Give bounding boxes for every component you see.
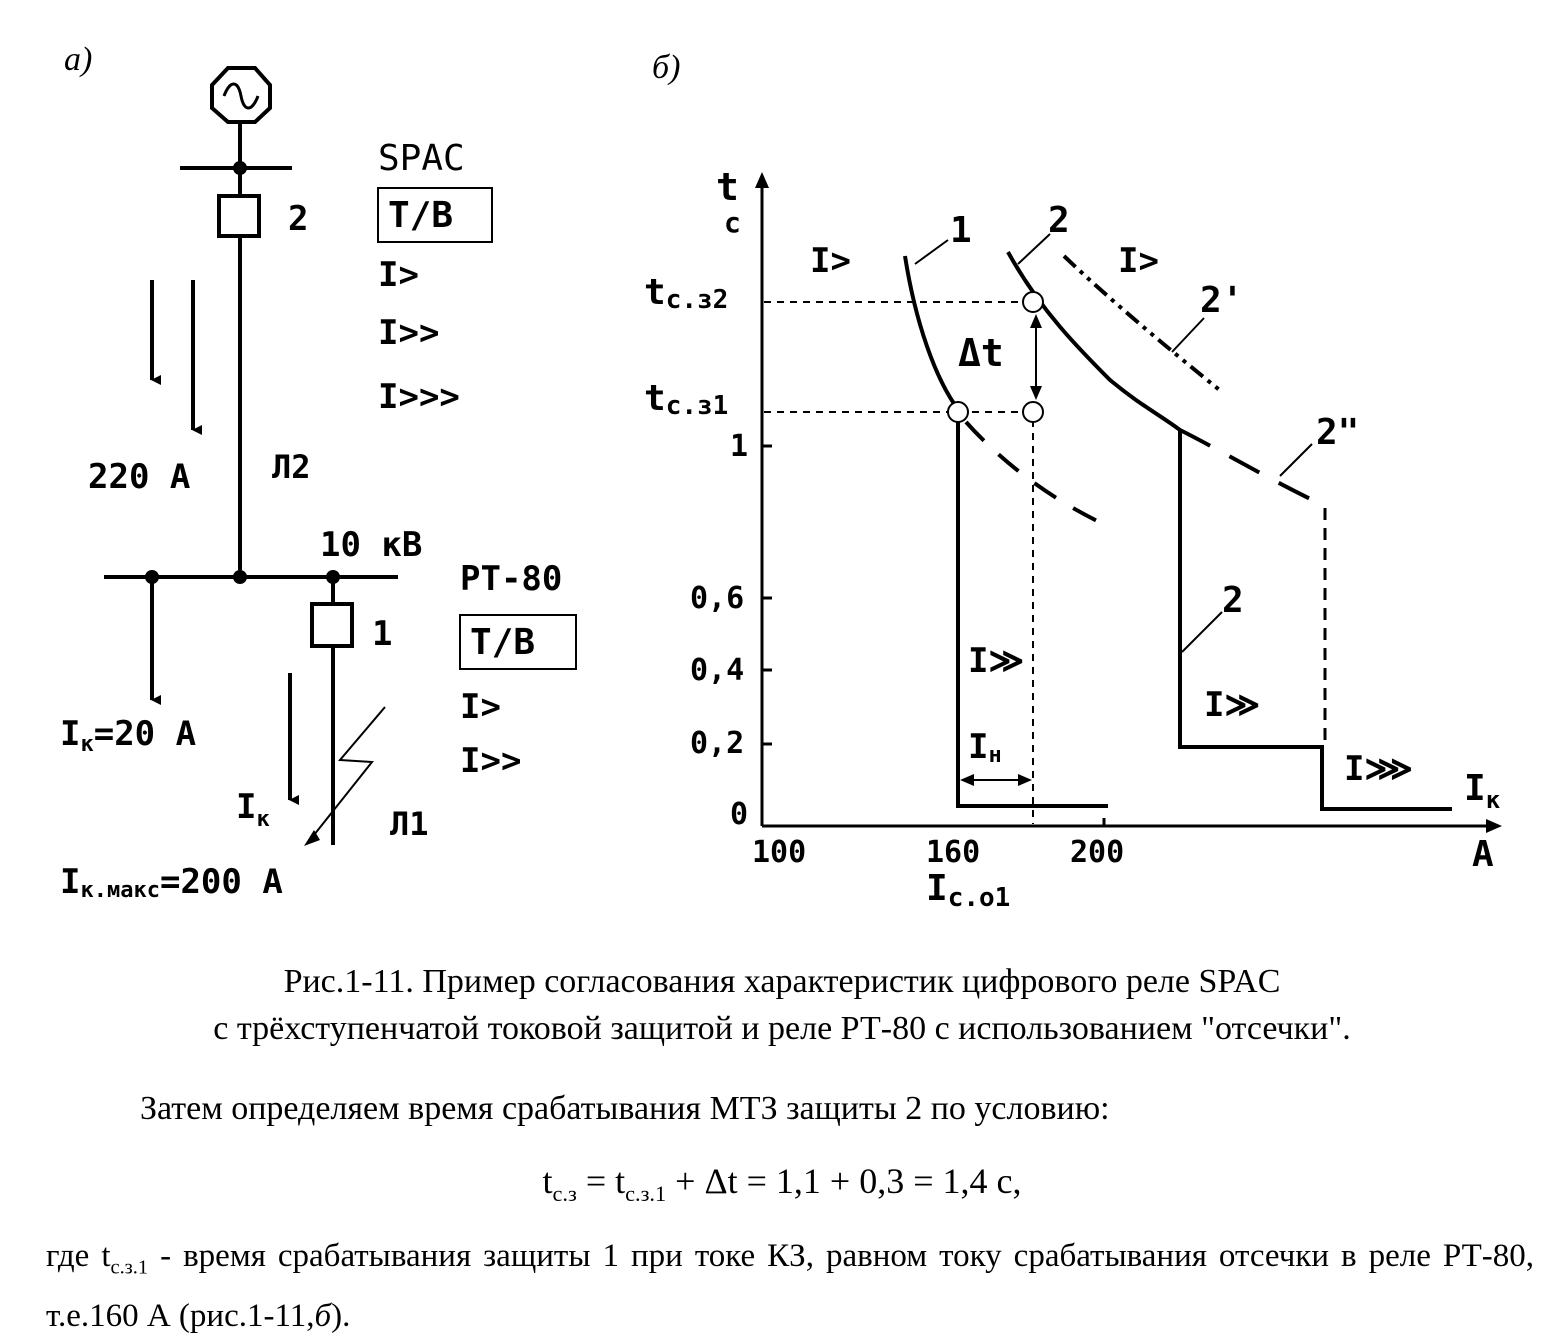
curve-2-lower-leader [1181, 611, 1223, 653]
delta-t-arrow-up [1030, 314, 1042, 328]
breaker-1-label: 1 [372, 614, 392, 654]
line-l1-label: Л1 [390, 805, 429, 843]
panel-a-schematic: а) 2 Л2 220 А 10 кВ Iк=20 А 1 [60, 41, 577, 903]
stage-label-i-gg-2: I≫ [1204, 685, 1260, 725]
caption-line-2: с трёхступенчатой токовой защитой и реле… [213, 1010, 1351, 1047]
delta-t-label: Δt [958, 331, 1004, 375]
spac-box-label: Т/В [388, 195, 453, 236]
stage-label-i-gg-1: I≫ [968, 641, 1024, 681]
curve-1-inverse [903, 255, 962, 414]
y-axis-label: t [716, 165, 739, 209]
curve-2-double-prime [1179, 428, 1326, 508]
spac-box [377, 187, 493, 243]
sine-wave-icon [222, 82, 260, 110]
ikmax-label: Iк.макс=200 А [60, 862, 283, 903]
spac-stage-1: I> [378, 255, 419, 295]
rt80-box-label: Т/В [470, 622, 535, 663]
y-tick-label-06: 0,6 [690, 581, 744, 616]
line-l2-label: Л2 [272, 448, 311, 486]
curve-2-prime-leader [1171, 317, 1205, 353]
formula-t: t [542, 1161, 553, 1201]
formula-rest: + Δt = 1,1 + 0,3 = 1,4 с, [666, 1161, 1022, 1201]
y-tick-label-1: 1 [730, 429, 748, 464]
x-axis-unit: А [1472, 834, 1494, 875]
curve-2-leader [1017, 233, 1051, 265]
x-axis-label: Iк [1464, 768, 1501, 814]
paragraph-2-italic: б [314, 1297, 332, 1334]
formula-eq: = t [576, 1161, 626, 1201]
breaker-2-icon [217, 194, 261, 238]
in-arrow-left [960, 774, 974, 786]
rt80-stage-1: I> [460, 687, 501, 727]
generator-icon [210, 66, 272, 124]
spac-stage-2: I>> [378, 313, 439, 353]
breaker-2-label: 2 [288, 199, 308, 239]
fault-arrow-tip [304, 830, 320, 846]
paragraph-2-body: - время срабатывания защиты 1 при токе К… [46, 1238, 1534, 1334]
current-220-label: 220 А [88, 457, 190, 497]
curve-1-cutoff [956, 420, 1108, 808]
curve-2-steps [1178, 430, 1452, 811]
y-axis-unit: с [724, 206, 741, 239]
spac-stage-3: I>>> [378, 377, 460, 417]
tcs1-label: tс.з1 [644, 378, 728, 421]
stage-label-i-ggg: I⋙ [1344, 749, 1413, 789]
point-tcs1-guide [1022, 401, 1044, 423]
formula-t1-sub: с.з.1 [625, 1181, 667, 1207]
paragraph-1: Затем определяем время срабатывания МТЗ … [140, 1090, 1110, 1127]
point-tcs2-curve2 [1022, 291, 1044, 313]
voltage-label: 10 кВ [320, 525, 422, 565]
tcs2-label: tс.з2 [644, 272, 728, 315]
curve-1-leader [914, 239, 949, 265]
ik-label: Iк [236, 787, 270, 832]
paragraph-2-start: где t [46, 1238, 111, 1274]
fault-lightning-icon [309, 706, 386, 841]
in-label: Iн [968, 727, 1002, 768]
ic01-label: Iс.о1 [926, 868, 1010, 913]
delta-t-arrow-down [1030, 386, 1042, 400]
y-axis-arrow [755, 172, 769, 188]
spac-title: SPAC [378, 138, 465, 179]
x-tick-label-100: 100 [752, 835, 806, 870]
y-tick-label-02: 0,2 [690, 726, 744, 761]
curve-2-prime [1062, 254, 1224, 394]
ik-20-label: Iк=20 А [60, 714, 196, 757]
curve-2-lower-label: 2 [1222, 580, 1244, 621]
curve-2-label: 2 [1048, 200, 1070, 241]
x-tick-label-200: 200 [1070, 835, 1124, 870]
x-tick-label-160: 160 [926, 835, 980, 870]
point-tcs1-curve1 [947, 401, 969, 423]
panel-b-label: б) [652, 49, 680, 86]
stage-label-i-gt-2: I> [1118, 241, 1159, 281]
caption-line-1: Рис.1-11. Пример согласования характерис… [283, 963, 1281, 1000]
figure-1-11: а) 2 Л2 220 А 10 кВ Iк=20 А 1 [60, 41, 1502, 913]
curve-1-label: 1 [950, 210, 972, 251]
panel-a-label: а) [64, 41, 92, 78]
formula-t-sub: с.з [552, 1181, 577, 1207]
curve-1-extension [964, 420, 1113, 530]
curve-2-double-prime-leader [1279, 443, 1313, 477]
curve-2-double-prime-label: 2" [1316, 412, 1359, 453]
rt80-stage-2: I>> [460, 741, 521, 781]
y-tick-label-0: 0 [730, 797, 748, 832]
stage-label-i-gt-1: I> [810, 241, 851, 281]
x-axis-arrow [1486, 819, 1502, 833]
paragraph-2: где tс.з.1 - время срабатывания защиты 1… [46, 1232, 1534, 1340]
formula: tс.з = tс.з.1 + Δt = 1,1 + 0,3 = 1,4 с, [0, 1160, 1564, 1207]
in-arrow-right [1018, 774, 1032, 786]
panel-b-time-current-chart: б) t с 0 0,2 0,4 0,6 1 tс.з2 tс.з1 100 1… [644, 49, 1502, 913]
rt80-box [459, 614, 577, 670]
paragraph-2-sub: с.з.1 [110, 1256, 149, 1279]
figure-caption: Рис.1-11. Пример согласования характерис… [0, 958, 1564, 1052]
lower-bus-node-mid [233, 570, 247, 584]
rt80-title: РТ-80 [460, 559, 562, 599]
curve-2-prime-label: 2' [1200, 280, 1243, 321]
paragraph-2-end: ). [331, 1297, 351, 1334]
y-tick-label-04: 0,4 [690, 653, 744, 688]
breaker-1-icon [310, 602, 354, 648]
